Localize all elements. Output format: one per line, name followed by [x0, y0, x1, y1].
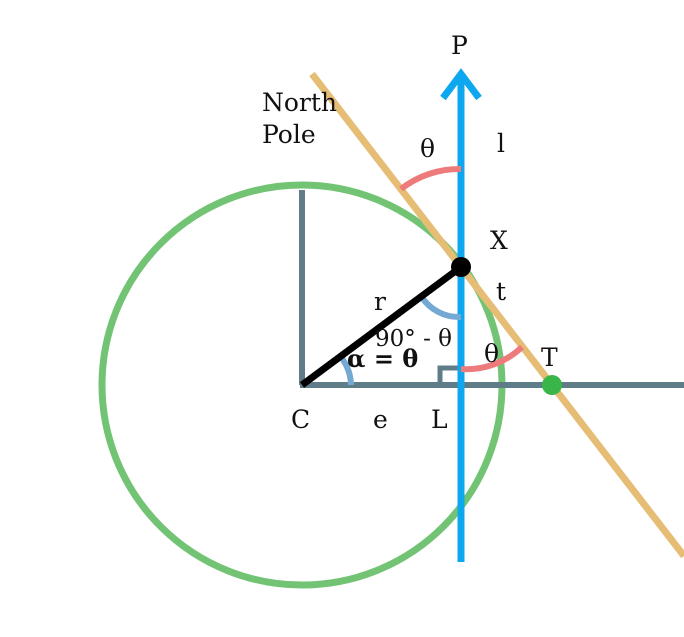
- radius-line: [299, 264, 464, 388]
- label-north: North: [262, 88, 337, 117]
- arc-ninety-minus-theta: [418, 294, 462, 321]
- point-X: [451, 257, 471, 277]
- arc-theta-right: [460, 344, 525, 373]
- label-X: X: [490, 226, 508, 255]
- label-theta-right: θ: [484, 339, 499, 368]
- arrow-head: [440, 68, 482, 101]
- label-theta-top: θ: [420, 134, 435, 163]
- label-T: T: [541, 343, 558, 372]
- right-angle-marker: [437, 365, 460, 385]
- label-L: L: [431, 405, 448, 434]
- label-pole: Pole: [262, 120, 316, 149]
- arc-theta-top: [399, 165, 462, 192]
- label-P: P: [451, 31, 468, 60]
- point-T: [542, 375, 562, 395]
- label-t: t: [496, 277, 506, 306]
- label-e: e: [373, 405, 388, 434]
- label-alpha-eq-theta: α = θ: [347, 344, 418, 373]
- label-ninety-minus-theta: 90° - θ: [375, 326, 452, 352]
- tangent-line: [309, 71, 684, 559]
- label-C: C: [291, 405, 310, 434]
- label-r: r: [374, 287, 386, 316]
- label-l: l: [497, 129, 505, 158]
